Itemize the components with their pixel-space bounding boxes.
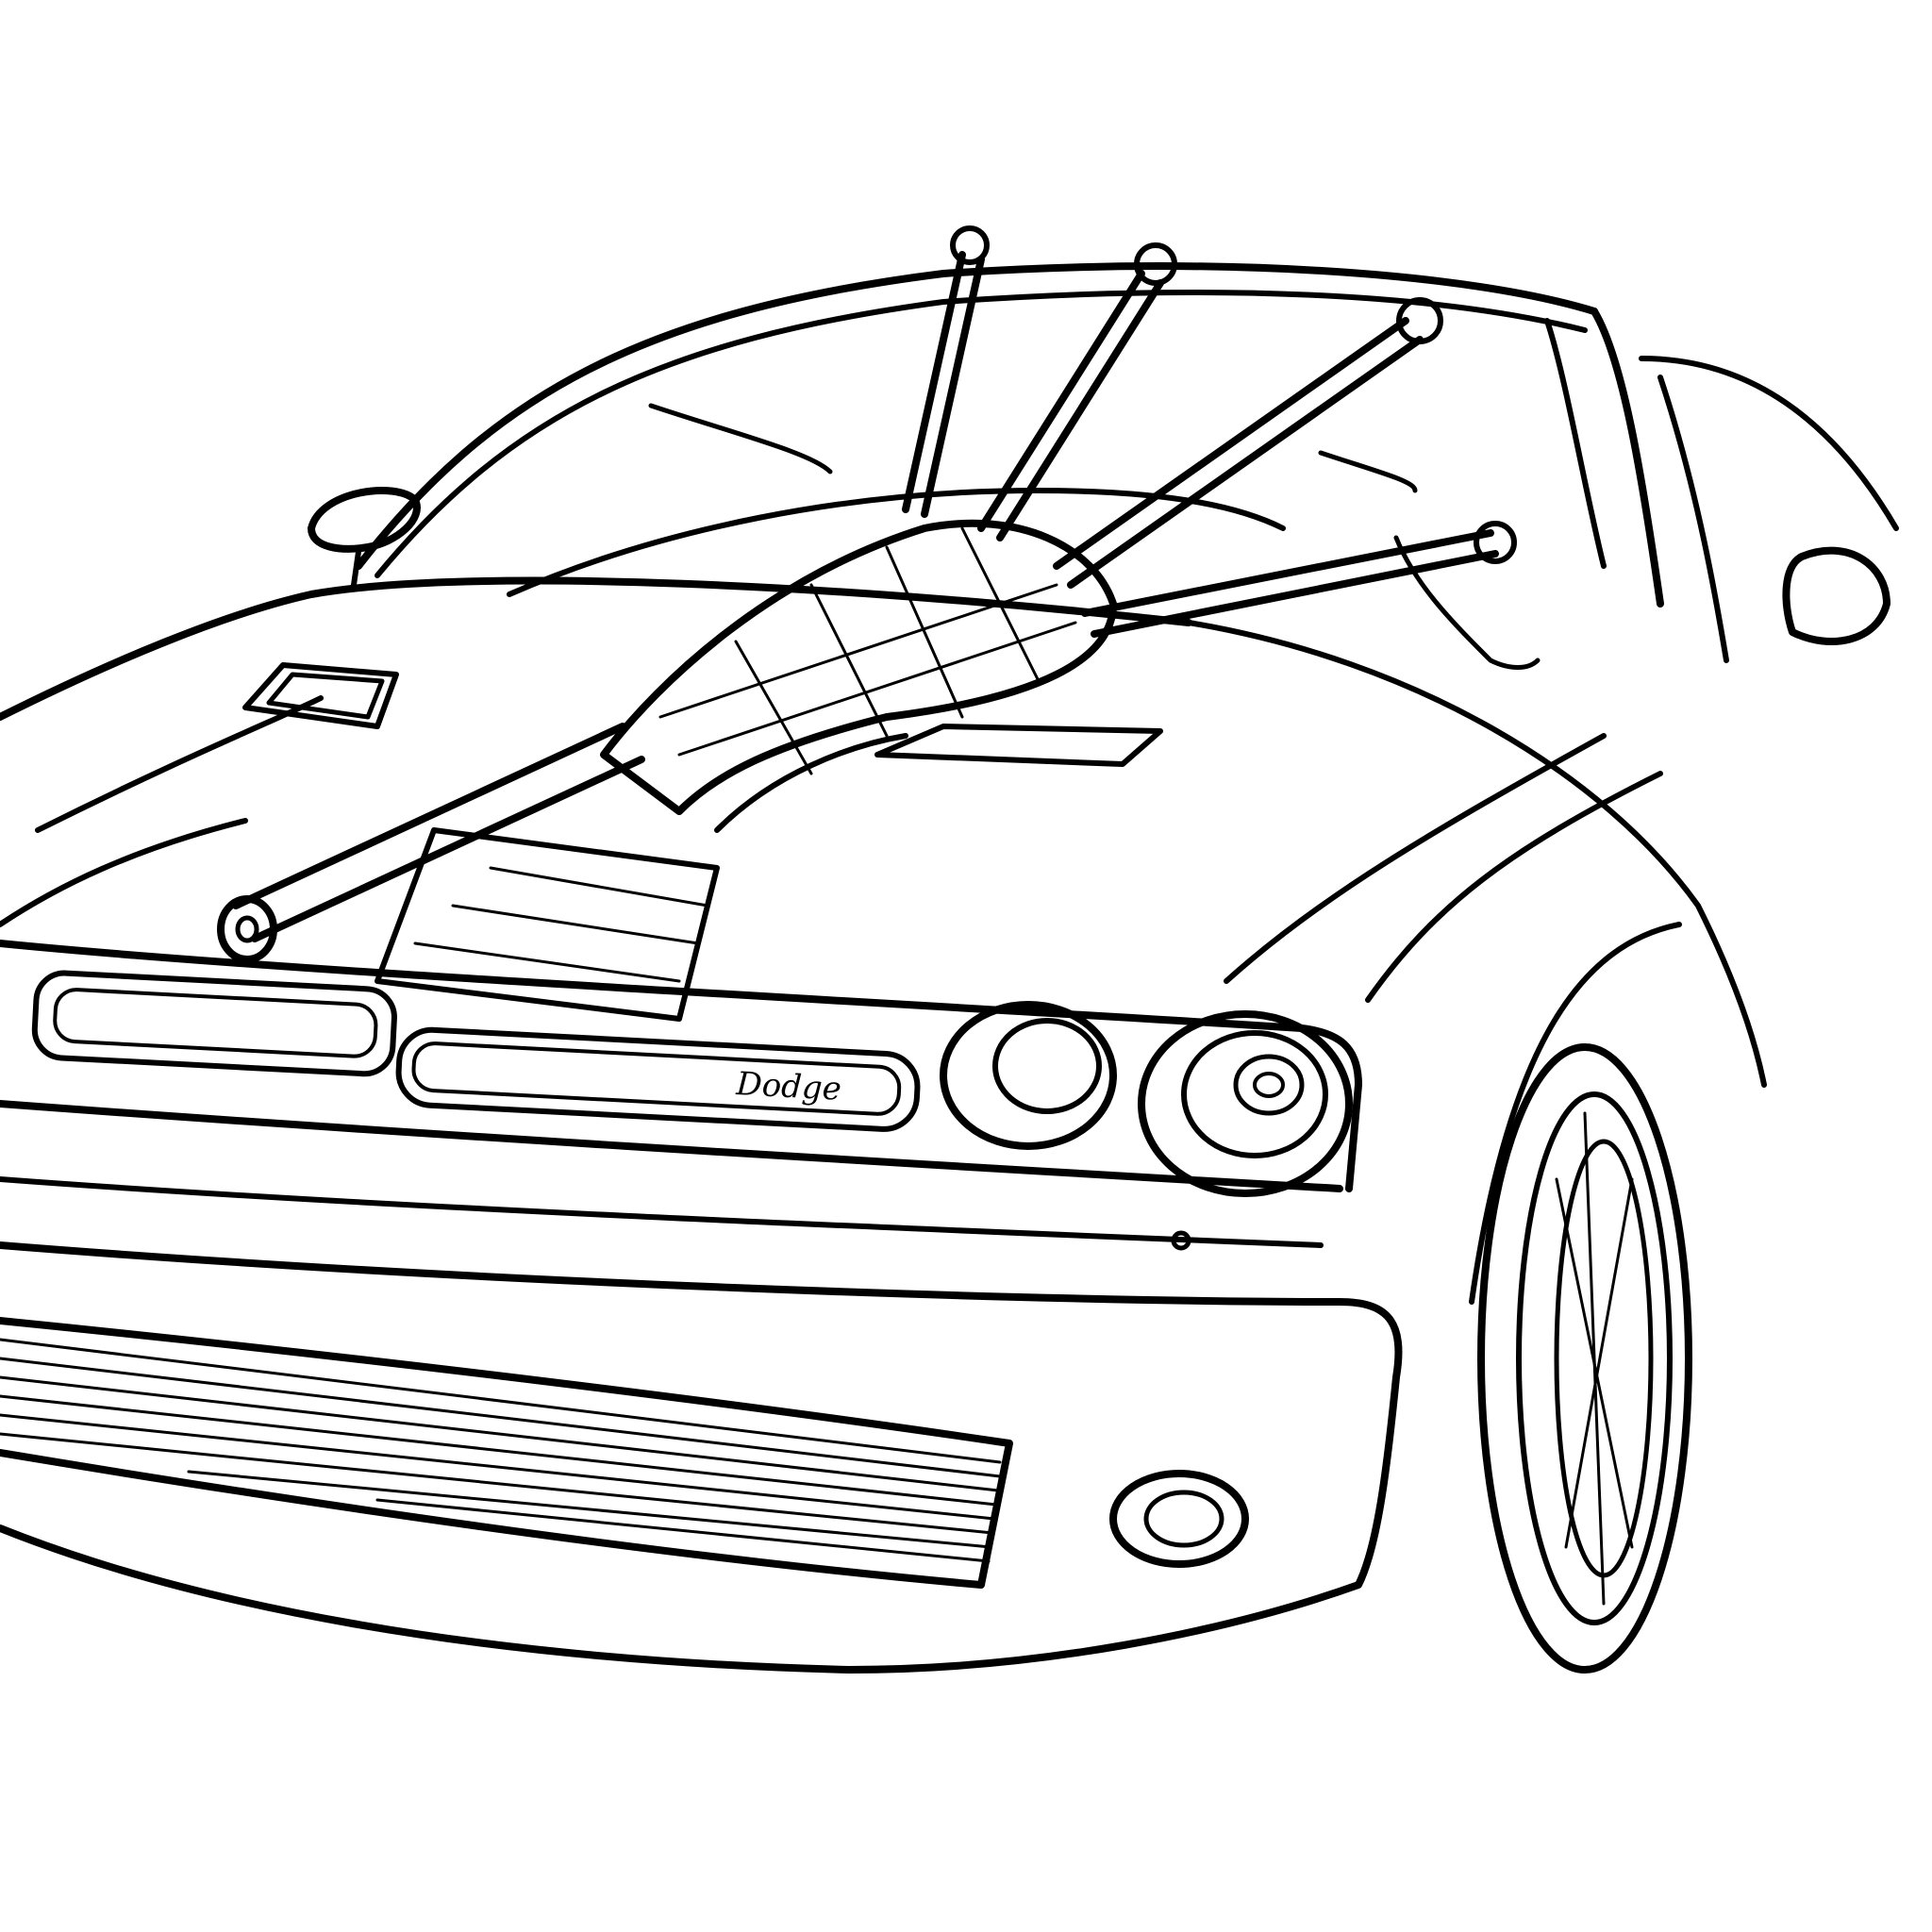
bagpipes — [217, 225, 1541, 1022]
brand-badge: Dodge — [735, 1065, 842, 1108]
bagpipe-chanter — [232, 723, 626, 909]
fog-light — [1109, 1470, 1249, 1568]
headlights — [940, 1001, 1353, 1251]
lower-grille — [0, 1317, 1013, 1589]
bagpipe-cord — [1393, 535, 1541, 670]
bagpipe-fringe — [375, 827, 720, 1022]
side-mirror-left — [308, 487, 421, 588]
side-mirror-right — [1782, 546, 1890, 645]
bagpipe-drone-2 — [977, 270, 1145, 532]
front-fascia — [0, 940, 1403, 1674]
hood — [0, 576, 1767, 1088]
hood-scoop — [242, 662, 1163, 767]
front-wheel — [1469, 922, 1692, 1674]
side-window — [1544, 308, 1899, 663]
bagpipe-drone-1 — [902, 251, 966, 513]
windshield — [355, 262, 1598, 597]
bagpipe-drone-3 — [1053, 317, 1409, 570]
upper-grille: Dodge — [31, 970, 921, 1132]
bagpipe-bag — [600, 519, 1117, 815]
